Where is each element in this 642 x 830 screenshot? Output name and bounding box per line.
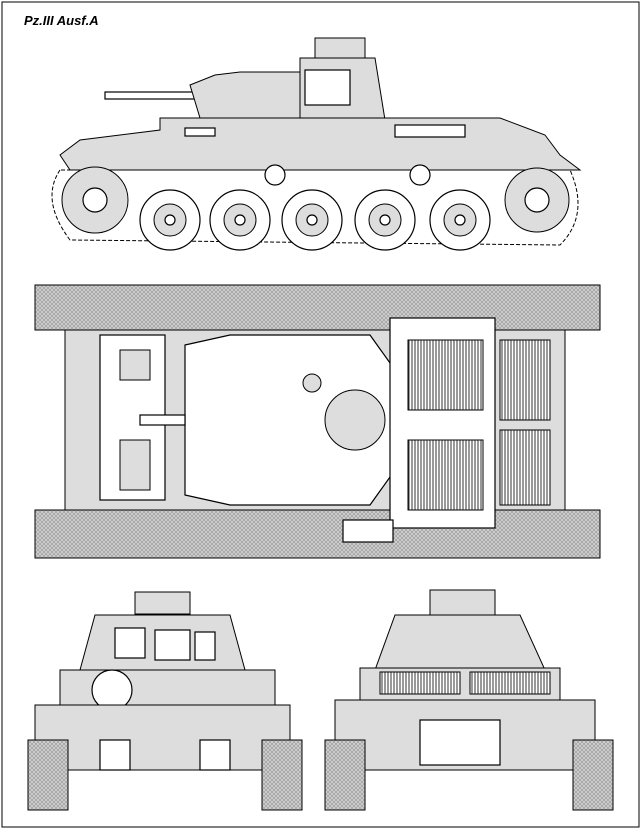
commander-cupola bbox=[314, 37, 366, 59]
hub-cap bbox=[306, 214, 318, 226]
idler-hub bbox=[524, 187, 550, 213]
hub-cap bbox=[454, 214, 466, 226]
rear-view bbox=[324, 589, 614, 811]
hub-cap bbox=[379, 214, 391, 226]
front-view bbox=[27, 591, 303, 811]
hub-cap bbox=[164, 214, 176, 226]
turret-rear bbox=[374, 614, 546, 671]
hull-front bbox=[34, 704, 291, 771]
sprocket-hub bbox=[82, 187, 108, 213]
hull-side bbox=[59, 117, 582, 171]
track-top-left bbox=[34, 284, 601, 331]
top-view bbox=[34, 284, 601, 559]
return-roller bbox=[264, 164, 286, 186]
drawing-title: Pz.III Ausf.A bbox=[24, 13, 99, 28]
turret bbox=[189, 71, 306, 119]
hatch bbox=[304, 69, 351, 106]
hub-cap bbox=[234, 214, 246, 226]
gun-barrel bbox=[104, 91, 201, 100]
gun-top bbox=[139, 414, 186, 426]
return-roller bbox=[409, 164, 431, 186]
track-top-right bbox=[34, 509, 601, 559]
track bbox=[51, 169, 579, 246]
side-view bbox=[51, 37, 582, 251]
